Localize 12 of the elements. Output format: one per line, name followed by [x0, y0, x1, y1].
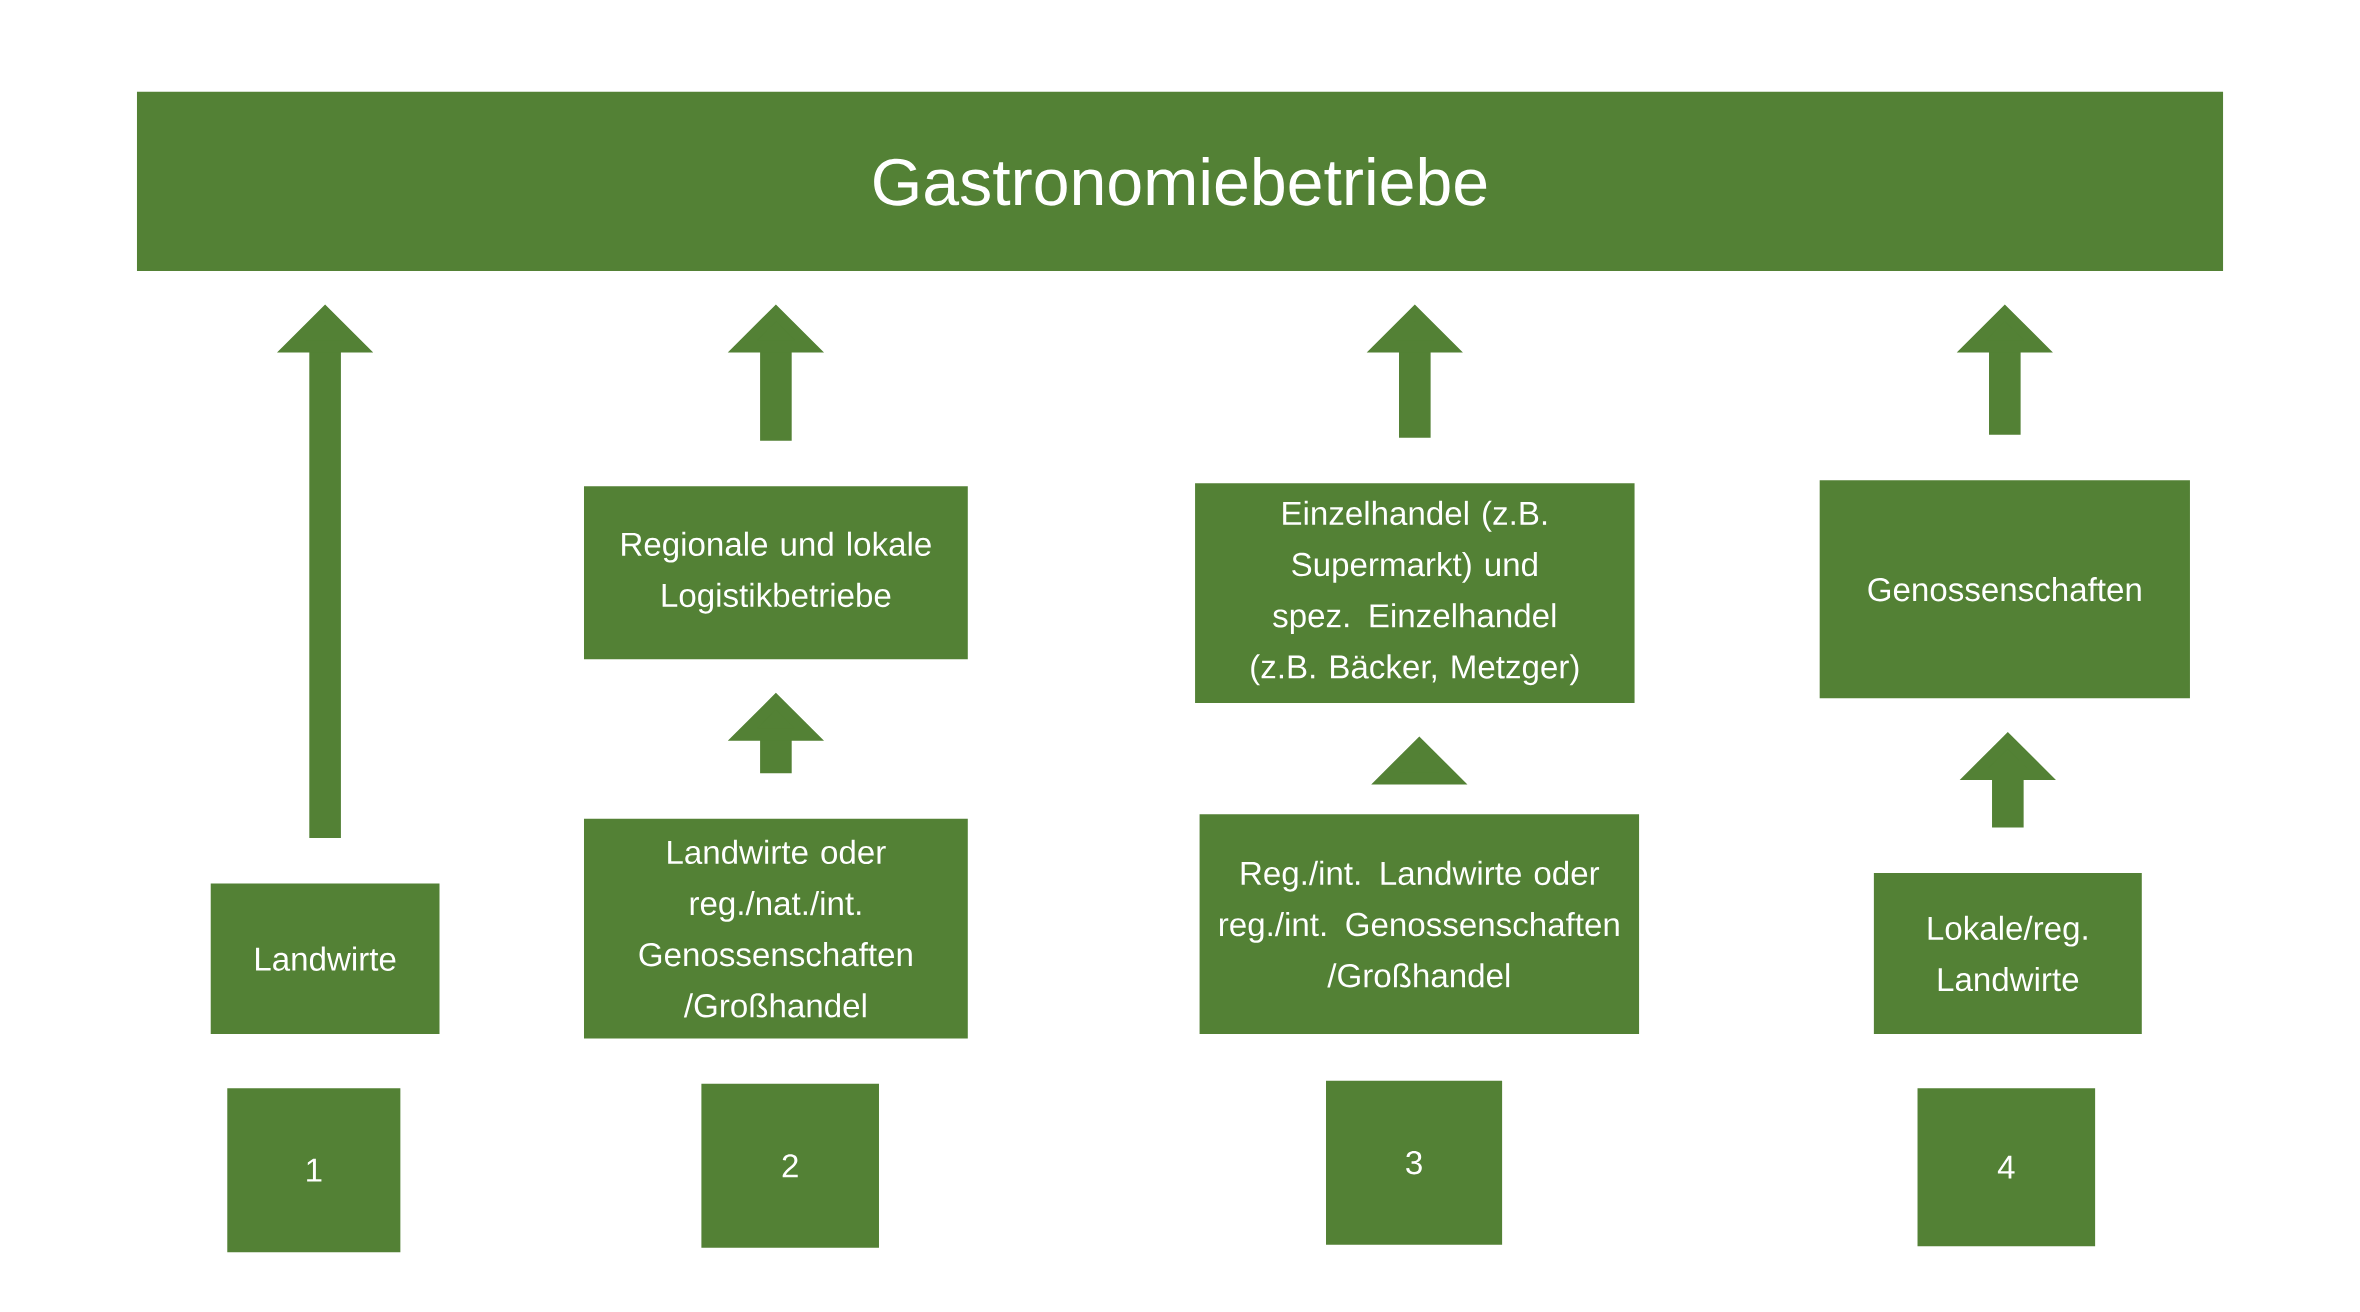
number-box: 4 — [1917, 1087, 2096, 1246]
process-box: Genossenschaften — [1819, 479, 2190, 699]
number-box: 2 — [701, 1083, 879, 1248]
number-box: 3 — [1326, 1080, 1503, 1245]
process-box: Regionale und lokale Logistikbetriebe — [584, 485, 968, 659]
process-box: Landwirte oder reg./nat./int. Genossenschaften /Großhandel — [584, 818, 968, 1039]
process-box: Einzelhandel (z.B. Supermarkt) und spez. Einzelhandel (z.B. Bäcker, Metzger) — [1195, 482, 1635, 703]
title-banner: Gastronomiebetriebe — [136, 91, 2224, 271]
process-box: Lokale/reg. Landwirte — [1873, 872, 2142, 1034]
number-box: 1 — [227, 1087, 401, 1253]
process-box: Landwirte — [210, 883, 440, 1034]
process-box: Reg./int. Landwirte oder reg./int. Genossenschaften /Großhandel — [1199, 814, 1640, 1034]
